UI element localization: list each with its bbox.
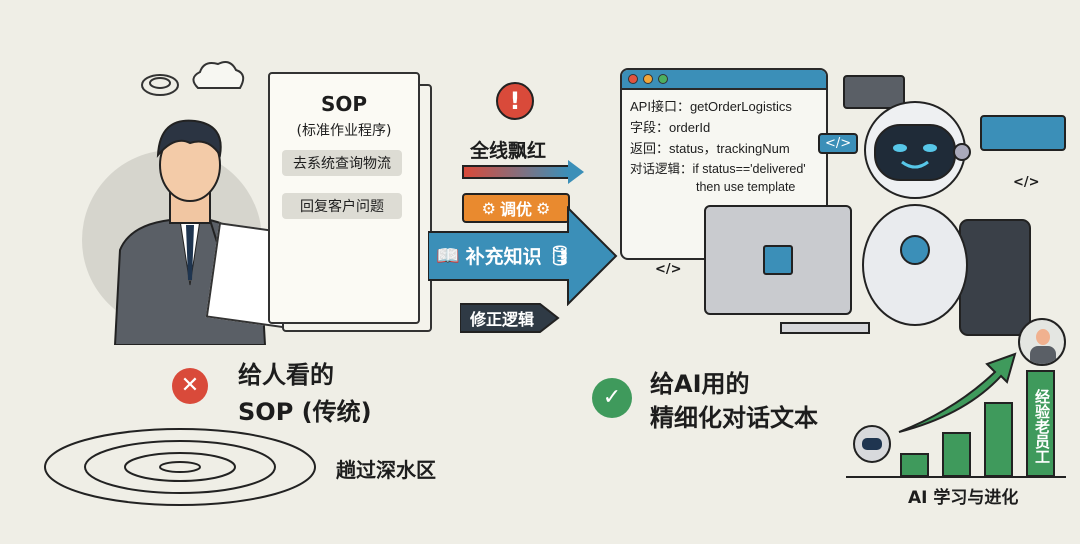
- field-line: 字段：orderId: [630, 120, 711, 135]
- alert-arrow-head: [568, 160, 584, 184]
- alert-icon: !: [496, 82, 534, 120]
- speech-bubble: [980, 115, 1066, 151]
- cross-icon: ✕: [172, 368, 208, 404]
- sop-step: 去系统查询物流: [282, 150, 402, 176]
- maximize-dot: [658, 74, 668, 84]
- sop-step: 回复客户问题: [282, 193, 402, 219]
- fix-arrow: [460, 303, 560, 333]
- left-caption-line2: SOP (传统): [238, 398, 372, 426]
- sop-title: SOP: [320, 92, 368, 116]
- logic-line: 对话逻辑：if status=='delivered': [630, 162, 806, 176]
- knowledge-label-wrap: 📖补充知识🛢: [436, 242, 572, 269]
- tune-label: 调优: [499, 200, 532, 219]
- growth-bar: [942, 432, 971, 477]
- close-dot: [628, 74, 638, 84]
- robot-illustration: [862, 101, 1031, 336]
- left-caption-line1: 给人看的: [238, 361, 334, 389]
- alert-label: 全线飘红: [470, 140, 547, 162]
- check-icon: ✓: [592, 378, 632, 418]
- ripples-illustration: [44, 428, 316, 506]
- sop-document: SOP (标准作业程序) 去系统查询物流 回复客户问题: [268, 72, 420, 324]
- api-line: API接口：getOrderLogistics: [630, 99, 792, 114]
- knowledge-arrow: [428, 206, 618, 306]
- growth-bar-top: 经验老员工: [1026, 370, 1055, 477]
- growth-arrow: [898, 352, 1017, 433]
- minimize-dot: [643, 74, 653, 84]
- fix-label: 修正逻辑: [470, 310, 535, 329]
- book-icon: 📖: [436, 245, 460, 267]
- code-tag-icon: </>: [655, 262, 682, 277]
- top-bar-label: 经验老员工: [1033, 389, 1051, 464]
- gear-icon: ⚙: [536, 198, 551, 218]
- robot-avatar-icon: [853, 425, 891, 463]
- code-tag-icon: </>: [1013, 175, 1040, 190]
- logic-line-2: then use template: [696, 180, 796, 194]
- chart-baseline: [846, 476, 1066, 478]
- speech-bubble: [843, 75, 905, 109]
- return-line: 返回：status，trackingNum: [630, 141, 790, 156]
- sop-subtitle: (标准作业程序): [296, 123, 392, 139]
- growth-bar: [984, 402, 1013, 477]
- right-caption-line2: 精细化对话文本: [650, 404, 818, 432]
- window-titlebar: [622, 70, 826, 90]
- cloud-icon: [192, 61, 245, 89]
- alert-arrow: [462, 165, 570, 179]
- left-caption-sub: 趟过深水区: [336, 458, 436, 482]
- knowledge-label: 补充知识: [465, 246, 542, 268]
- computer-monitor: [704, 205, 852, 315]
- chip-icon: [763, 245, 793, 275]
- gear-icon: ⚙: [481, 198, 496, 218]
- code-tag-icon: </>: [818, 133, 859, 154]
- growth-bar: [900, 453, 929, 477]
- right-caption-line1: 给AI用的: [650, 370, 750, 398]
- veteran-avatar: [1018, 318, 1066, 366]
- database-icon: 🛢: [547, 245, 572, 267]
- keyboard: [780, 322, 870, 334]
- growth-label: AI 学习与进化: [908, 488, 1019, 508]
